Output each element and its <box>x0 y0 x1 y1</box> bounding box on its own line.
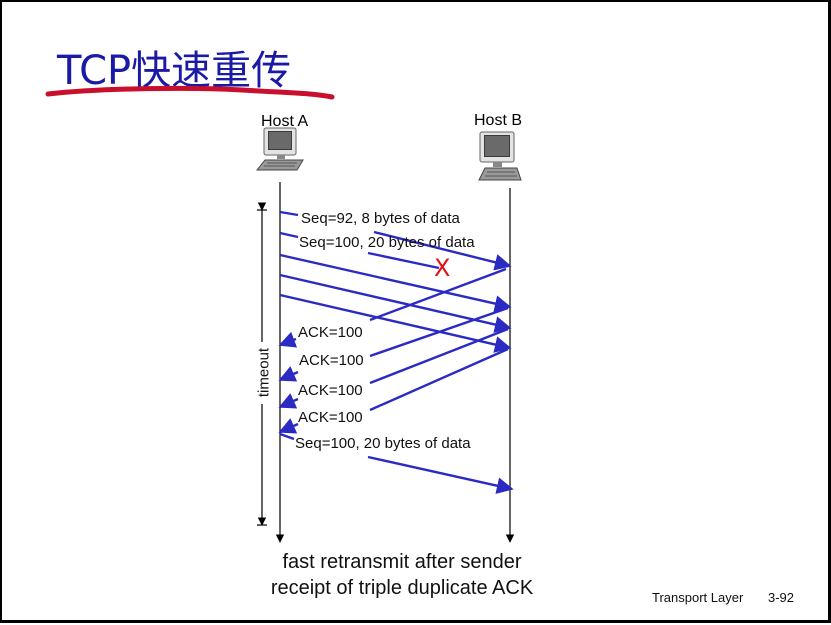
segment-seq92-arrow <box>279 210 510 266</box>
host-b-computer-icon <box>478 131 522 181</box>
footer-label: Transport Layer <box>652 590 744 605</box>
title-underline <box>45 85 335 100</box>
host-a-computer-icon <box>255 127 304 171</box>
ack-1-arrow <box>280 267 507 345</box>
msg-ack-1: ACK=100 <box>298 324 363 341</box>
segment-5-arrow <box>279 293 512 353</box>
caption-line-1: fast retransmit after sender <box>282 551 522 573</box>
segment-seq100-lost <box>279 231 440 270</box>
host-b-label: Host B <box>474 112 523 129</box>
slide-caption: fast retransmit after sender receipt of … <box>222 549 582 601</box>
segment-3-arrow <box>279 253 512 312</box>
page-number: 3-92 <box>768 590 795 605</box>
segment-4-arrow <box>279 273 512 333</box>
caption-line-2: receipt of triple duplicate ACK <box>270 577 534 599</box>
loss-mark: X <box>434 254 451 282</box>
msg-seq92: Seq=92, 8 bytes of data <box>301 210 460 227</box>
msg-retransmit: Seq=100, 20 bytes of data <box>295 435 471 452</box>
ack-3-arrow <box>280 327 509 407</box>
host-a-label: Host A <box>261 113 309 130</box>
msg-ack-4: ACK=100 <box>298 409 363 426</box>
msg-ack-3: ACK=100 <box>298 382 363 399</box>
timeout-label: timeout <box>255 347 273 398</box>
ack-4-arrow <box>280 347 509 432</box>
msg-seq100: Seq=100, 20 bytes of data <box>299 234 475 251</box>
msg-ack-2: ACK=100 <box>299 352 364 369</box>
ack-2-arrow <box>280 306 509 380</box>
